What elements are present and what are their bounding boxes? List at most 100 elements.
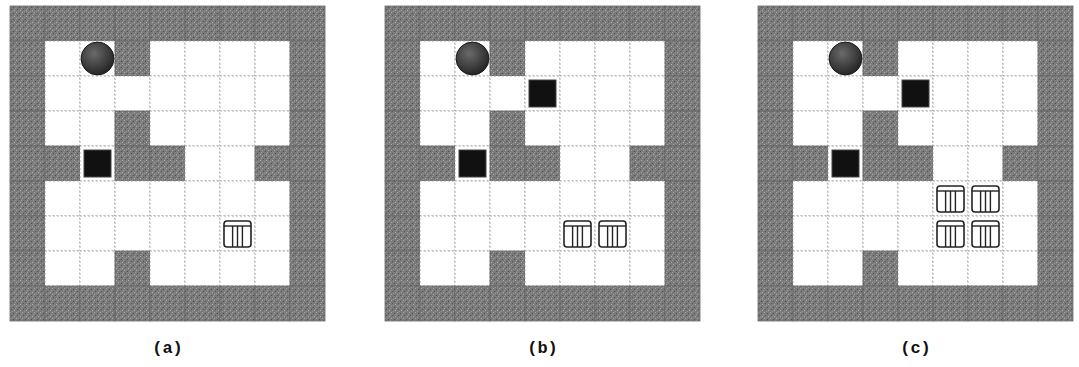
floor-cell <box>828 216 863 251</box>
floor-cell <box>45 216 80 251</box>
floor-cell <box>220 76 255 111</box>
floor-cell <box>560 41 595 76</box>
floor-cell <box>968 41 1003 76</box>
wall-cell <box>793 286 828 321</box>
wall-cell <box>290 76 325 111</box>
floor-cell <box>968 181 1003 216</box>
floor-cell <box>793 251 828 286</box>
floor-cell <box>595 146 630 181</box>
floor-cell <box>45 111 80 146</box>
wall-cell <box>490 6 525 41</box>
floor-cell <box>560 251 595 286</box>
floor-cell <box>630 41 665 76</box>
wall-cell <box>1038 76 1073 111</box>
wall-cell <box>1038 146 1073 181</box>
wall-cell <box>665 216 700 251</box>
floor-cell <box>150 76 185 111</box>
floor-cell <box>933 181 968 216</box>
wall-cell <box>968 286 1003 321</box>
floor-cell <box>968 146 1003 181</box>
black-block <box>84 150 111 177</box>
floor-cell <box>80 146 115 181</box>
floor-cell <box>150 111 185 146</box>
floor-cell <box>80 41 115 76</box>
wall-cell <box>560 286 595 321</box>
wall-cell <box>115 6 150 41</box>
floor-cell <box>560 76 595 111</box>
wall-cell <box>490 251 525 286</box>
floor-cell <box>420 251 455 286</box>
wall-cell <box>45 6 80 41</box>
grid-panel <box>10 6 325 321</box>
wall-cell <box>1038 251 1073 286</box>
wall-cell <box>490 111 525 146</box>
wall-cell <box>630 286 665 321</box>
floor-cell <box>255 251 290 286</box>
floor-cell <box>420 111 455 146</box>
wall-cell <box>220 6 255 41</box>
chair-icon <box>937 221 964 247</box>
floor-cell <box>1003 76 1038 111</box>
floor-cell <box>185 251 220 286</box>
floor-cell <box>220 181 255 216</box>
wall-cell <box>420 6 455 41</box>
floor-cell <box>420 41 455 76</box>
floor-cell <box>828 76 863 111</box>
wall-cell <box>150 6 185 41</box>
wall-cell <box>758 111 793 146</box>
floor-cell <box>898 251 933 286</box>
floor-cell <box>1003 41 1038 76</box>
floor-cell <box>525 41 560 76</box>
floor-cell <box>420 181 455 216</box>
wall-cell <box>490 41 525 76</box>
panel-caption: (b) <box>527 339 558 358</box>
floor-cell <box>185 216 220 251</box>
floor-cell <box>185 76 220 111</box>
floor-cell <box>525 76 560 111</box>
wall-cell <box>665 181 700 216</box>
wall-cell <box>150 146 185 181</box>
wall-cell <box>385 181 420 216</box>
wall-cell <box>863 111 898 146</box>
wall-cell <box>1003 146 1038 181</box>
wall-cell <box>560 6 595 41</box>
floor-cell <box>933 111 968 146</box>
wall-cell <box>10 41 45 76</box>
chair-icon <box>564 221 591 247</box>
floor-cell <box>220 216 255 251</box>
wall-cell <box>290 216 325 251</box>
floor-cell <box>490 181 525 216</box>
wall-cell <box>420 146 455 181</box>
chair-icon <box>972 186 999 212</box>
floor-cell <box>255 41 290 76</box>
floor-cell <box>630 76 665 111</box>
black-block <box>459 150 486 177</box>
floor-cell <box>490 216 525 251</box>
wall-cell <box>1003 286 1038 321</box>
floor-cell <box>255 76 290 111</box>
chair-icon <box>224 221 251 247</box>
floor-cell <box>115 181 150 216</box>
wall-cell <box>10 251 45 286</box>
wall-cell <box>385 6 420 41</box>
grid-panel <box>385 6 700 321</box>
floor-cell <box>185 146 220 181</box>
wall-cell <box>758 216 793 251</box>
floor-cell <box>220 41 255 76</box>
floor-cell <box>560 216 595 251</box>
floor-cell <box>220 146 255 181</box>
floor-cell <box>898 76 933 111</box>
wall-cell <box>525 286 560 321</box>
floor-cell <box>525 111 560 146</box>
floor-cell <box>595 41 630 76</box>
wall-cell <box>385 76 420 111</box>
floor-cell <box>80 111 115 146</box>
floor-cell <box>793 216 828 251</box>
floor-cell <box>1003 216 1038 251</box>
wall-cell <box>385 216 420 251</box>
wall-cell <box>10 76 45 111</box>
wall-cell <box>10 146 45 181</box>
wall-cell <box>115 286 150 321</box>
floor-cell <box>933 216 968 251</box>
floor-cell <box>968 216 1003 251</box>
